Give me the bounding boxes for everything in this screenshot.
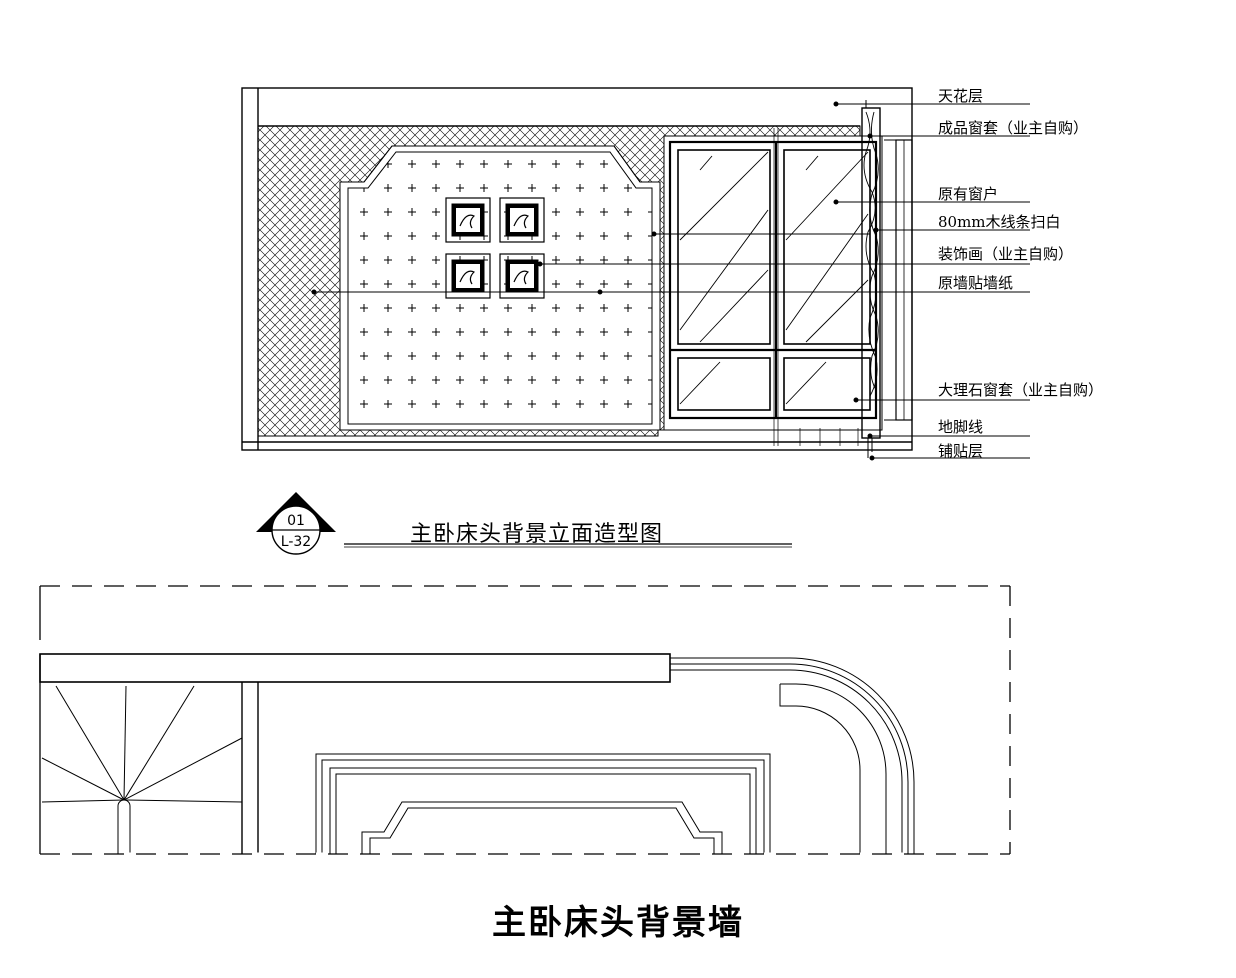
page-caption: 主卧床头背景墙 xyxy=(492,903,744,943)
annotation-labels: 天花层 成品窗套（业主自购） 原有窗户 80mm木线条扫白 装饰画（业主自购） … xyxy=(938,87,1103,460)
annotation-painting: 装饰画（业主自购） xyxy=(938,245,1073,263)
annotation-skirting: 地脚线 xyxy=(938,418,983,436)
annotation-window: 原有窗户 xyxy=(938,185,998,203)
painting-3 xyxy=(445,253,491,299)
section-tag-number: 01 xyxy=(287,513,305,529)
window xyxy=(663,128,883,446)
annotation-ceiling: 天花层 xyxy=(938,87,983,105)
painting-2 xyxy=(499,197,545,243)
annotation-wallpaper: 原墙贴墙纸 xyxy=(938,274,1013,292)
annotation-tiling: 铺贴层 xyxy=(938,442,983,460)
leader-lines xyxy=(311,101,1030,461)
annotation-wood-strip: 80mm木线条扫白 xyxy=(938,213,1061,231)
annotation-marble-trim: 大理石窗套（业主自购） xyxy=(938,381,1103,399)
section-tag: 01 L-32 xyxy=(256,492,336,555)
plan-view xyxy=(39,585,1011,855)
section-tag-sheet: L-32 xyxy=(281,534,311,550)
decorative-paintings xyxy=(445,197,545,299)
painting-4 xyxy=(499,253,545,299)
elevation-title: 主卧床头背景立面造型图 xyxy=(410,522,663,547)
painting-1 xyxy=(445,197,491,243)
annotation-window-trim: 成品窗套（业主自购） xyxy=(938,119,1088,137)
